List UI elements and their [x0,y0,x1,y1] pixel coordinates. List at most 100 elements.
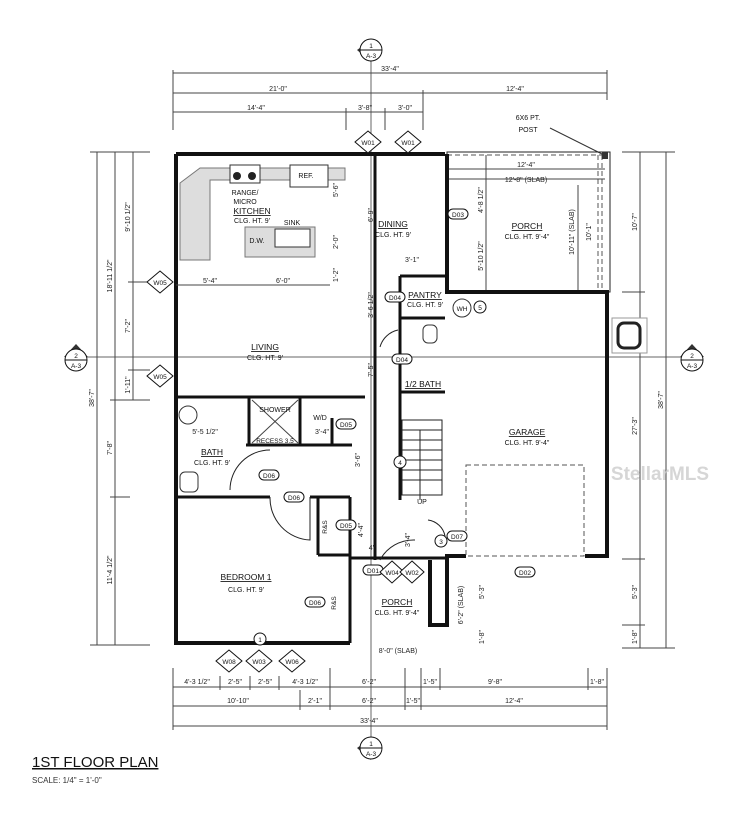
dims-bottom_row1-2-text: 2'-5" [258,679,272,686]
doors-4-text: D04 [396,357,408,364]
door-swings [229,329,446,561]
windows-4-text: W08 [222,659,236,666]
fixtures-rs2-text: R&S [331,596,338,610]
dims-interior-10-text: 4'-4" [358,523,365,537]
dims-porch_top-0-text: 12'-4" [517,162,535,169]
section_markers-bottom-num-text: 1 [369,741,373,748]
doors-9-text: D06 [309,600,321,607]
rooms-kitchen-clg-text: CLG. HT. 9' [234,218,270,225]
doors-6-text: D05 [340,523,352,530]
dims-porch_top-4-text: 10'-11" (SLAB) [569,209,576,255]
windows-2-text: W05 [153,280,167,287]
doors-1-text: D02 [519,570,531,577]
dims-interior-14-text: 8'-0" (SLAB) [379,648,417,655]
dims-top-2-text: 12'-4" [506,86,524,93]
dims-interior-13-text: 3'-4" [315,429,329,436]
dims-bottom_total-text: 33'-4" [360,718,378,725]
dims-interior-0-text: 5'-4" [203,278,217,285]
stairs [401,419,443,500]
dims-bottom_row1-0-text: 4'-3 1/2" [184,679,210,686]
dims-bottom_row2-4-text: 12'-4" [505,698,523,705]
dims-interior-6-text: 6'-9" [368,208,375,222]
section-marker-left: 2 A-3 [64,344,88,372]
rooms-dining-clg-text: CLG. HT. 9' [375,232,411,239]
rooms-garage-name-text: GARAGE [509,427,546,437]
doors-3-text: D04 [389,295,401,302]
watermark: StellarMLS [611,464,709,485]
dimensions-bottom [172,668,608,730]
doors-2-text: D03 [452,212,464,219]
dims-bottom_row1-1-text: 2'-5" [228,679,242,686]
dims-bottom_row2-0-text: 10'-10" [227,698,249,705]
dims-top-0-text: 33'-4" [381,66,399,73]
dimensions-right [622,151,675,649]
dims-bottom_row2-2-text: 6'-2" [362,698,376,705]
dims-left_total-text: 38'-7" [89,389,96,407]
rooms-pantry-name-text: PANTRY [408,290,442,300]
windows-1-text: W01 [401,140,415,147]
fixtures-post_note_1-text: 6X6 PT. [516,115,541,122]
dimensions-top [172,70,608,130]
doors-5-text: D05 [340,422,352,429]
section-marker-right: 2 A-3 [680,344,704,372]
half-bath-toilet [422,324,438,344]
section-marker-top: 1 A-3 [357,38,383,62]
doors-7-text: D06 [263,473,275,480]
dims-interior-5-text: 3'-1" [405,257,419,264]
fixtures-up-text: UP [417,499,427,506]
rooms-bath-clg-text: CLG. HT. 9' [194,460,230,467]
toilet [179,471,199,493]
rooms-porch_rear-clg-text: CLG. HT. 9'-4" [505,234,550,241]
section_markers-right-sheet-text: A-3 [687,363,698,370]
dims-interior-4-text: 1'-2" [333,268,340,282]
windows-0-text: W01 [361,140,375,147]
rooms-garage-clg-text: CLG. HT. 9'-4" [505,440,550,447]
windows-3-text: W05 [153,374,167,381]
rooms-porch_front-clg-text: CLG. HT. 9'-4" [375,610,420,617]
dims-porch_top-5-text: 10'-1" [586,223,593,241]
dims-interior-2-text: 5'-6" [333,183,340,197]
dims-right_row1-1-text: 27'-3" [632,417,639,435]
dims-interior-7-text: 3'-6 1/2" [368,292,375,318]
burner-icon [248,172,256,180]
post-leader [549,127,605,156]
dims-interior-8-text: 7'-5" [368,363,375,377]
ac-unit-icon [616,321,642,350]
fixtures-rs1-text: R&S [322,520,329,534]
dims-right_row1-2-text: 5'-3" [632,585,639,599]
fixtures-recess-text: RECESS 3.5 [256,438,294,445]
keynotes: 1 3 4 5 [253,300,487,646]
dims-bottom_row1-7-text: 1'-8" [590,679,604,686]
dims-interior-11-text: 3'-4" [405,533,412,547]
dims-bottom_row1-3-text: 4'-3 1/2" [292,679,318,686]
rooms-pantry-clg-text: CLG. HT. 9' [407,302,443,309]
dims-porch_top-2-text: 4'-8 1/2" [478,187,485,213]
section_markers-top-sheet-text: A-3 [366,53,377,60]
refrigerator [289,164,329,188]
lavatory [178,405,198,425]
fixtures-micro-text: MICRO [233,199,257,206]
fixtures-sink-text: SINK [284,220,301,227]
section_markers-left-num-text: 2 [74,353,78,360]
dims-interior-16-text: 5'-3" [479,585,486,599]
dimensions-left [90,151,150,646]
dims-left_row2-1-text: 7'-8" [107,441,114,455]
fixtures-wh-text: WH [457,306,468,313]
dims-bottom_row1-5-text: 1'-5" [423,679,437,686]
keynotes-0-text: 1 [258,637,262,644]
dims-interior-15-text: 6'-2" (SLAB) [458,586,465,624]
window-tags: W01 W01 W05 W05 W08 W03 W06 W04 W02 [146,130,425,673]
rooms-bath-name-text: BATH [201,447,223,457]
doors-8-text: D06 [288,495,300,502]
fixtures-ref-text: REF. [298,173,313,180]
section_markers-left-sheet-text: A-3 [71,363,82,370]
interior-walls [176,154,445,560]
rooms-kitchen-name-text: KITCHEN [233,206,270,216]
section_markers-right-num-text: 2 [690,353,694,360]
dims-porch_top-3-text: 5'-10 1/2" [478,241,485,271]
exterior-walls [174,152,609,645]
rooms-porch_front-name-text: PORCH [382,597,413,607]
dims-left_row3-1-text: 7'-2" [125,319,132,333]
section-marker-bottom: 1 A-3 [357,736,383,760]
section_markers-top-num-text: 1 [369,43,373,50]
